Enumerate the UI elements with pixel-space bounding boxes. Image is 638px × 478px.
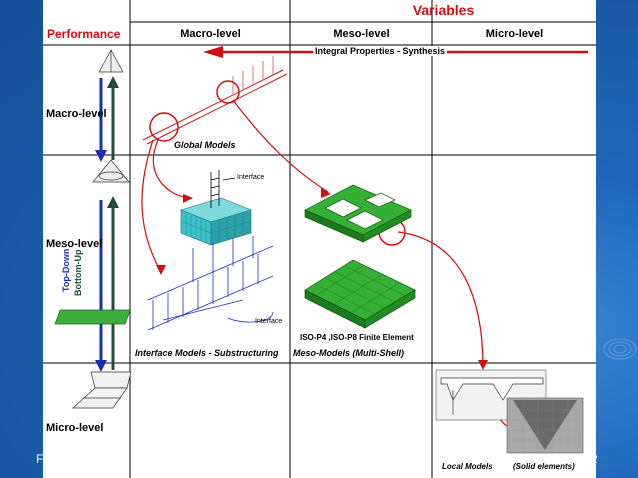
footer-left-text: F <box>36 452 44 466</box>
pyramid-micro-icon <box>72 371 132 409</box>
footer-page-number: 2 <box>591 452 598 466</box>
solid-elements-label: (Solid elements) <box>513 462 575 471</box>
local-models-label: Local Models <box>442 462 493 471</box>
row-label-meso: Meso-level <box>46 238 103 250</box>
pyramid-meso-icon <box>92 159 130 183</box>
interface-bottom-label: Interface <box>255 318 283 325</box>
local-model-graphic <box>435 369 584 454</box>
slide: Variables Performance Macro-level Meso-l… <box>43 0 596 478</box>
row-label-macro: Macro-level <box>46 108 107 120</box>
top-down-arrow <box>95 78 107 372</box>
bottom-up-label: Bottom-Up <box>73 249 83 297</box>
interface-top-label: Interface <box>237 174 265 181</box>
zoom-circle-global-right <box>216 80 240 104</box>
zoom-circle-global-left <box>149 112 179 142</box>
finite-element-label: ISO-P4 ,ISO-P8 Finite Element <box>300 333 414 342</box>
synthesis-label: Integral Properties - Synthesis <box>313 46 448 56</box>
meso-shell-bottom <box>304 259 416 329</box>
performance-header: Performance <box>47 27 121 41</box>
global-models-label: Global Models <box>174 140 236 150</box>
meso-models-label: Meso-Models (Multi-Shell) <box>293 348 404 358</box>
swirl-decoration <box>603 338 637 360</box>
diagram-grid <box>43 0 596 478</box>
interface-cube-graphic <box>180 170 252 246</box>
row-label-micro: Micro-level <box>46 422 104 434</box>
interface-models-label: Interface Models - Substructuring <box>135 348 279 358</box>
top-down-label: Top-Down <box>61 248 71 292</box>
column-header-macro: Macro-level <box>180 28 241 40</box>
global-model-graphic <box>142 56 288 145</box>
zoom-arrows <box>141 99 512 429</box>
meso-shell-top <box>304 184 412 243</box>
column-header-meso: Meso-level <box>333 28 390 40</box>
substructure-graphic <box>54 236 274 331</box>
diagram-title: Variables <box>412 2 475 18</box>
column-header-micro: Micro-level <box>485 28 544 40</box>
bottom-up-arrow <box>107 76 119 370</box>
pyramid-macro-icon <box>98 49 124 73</box>
